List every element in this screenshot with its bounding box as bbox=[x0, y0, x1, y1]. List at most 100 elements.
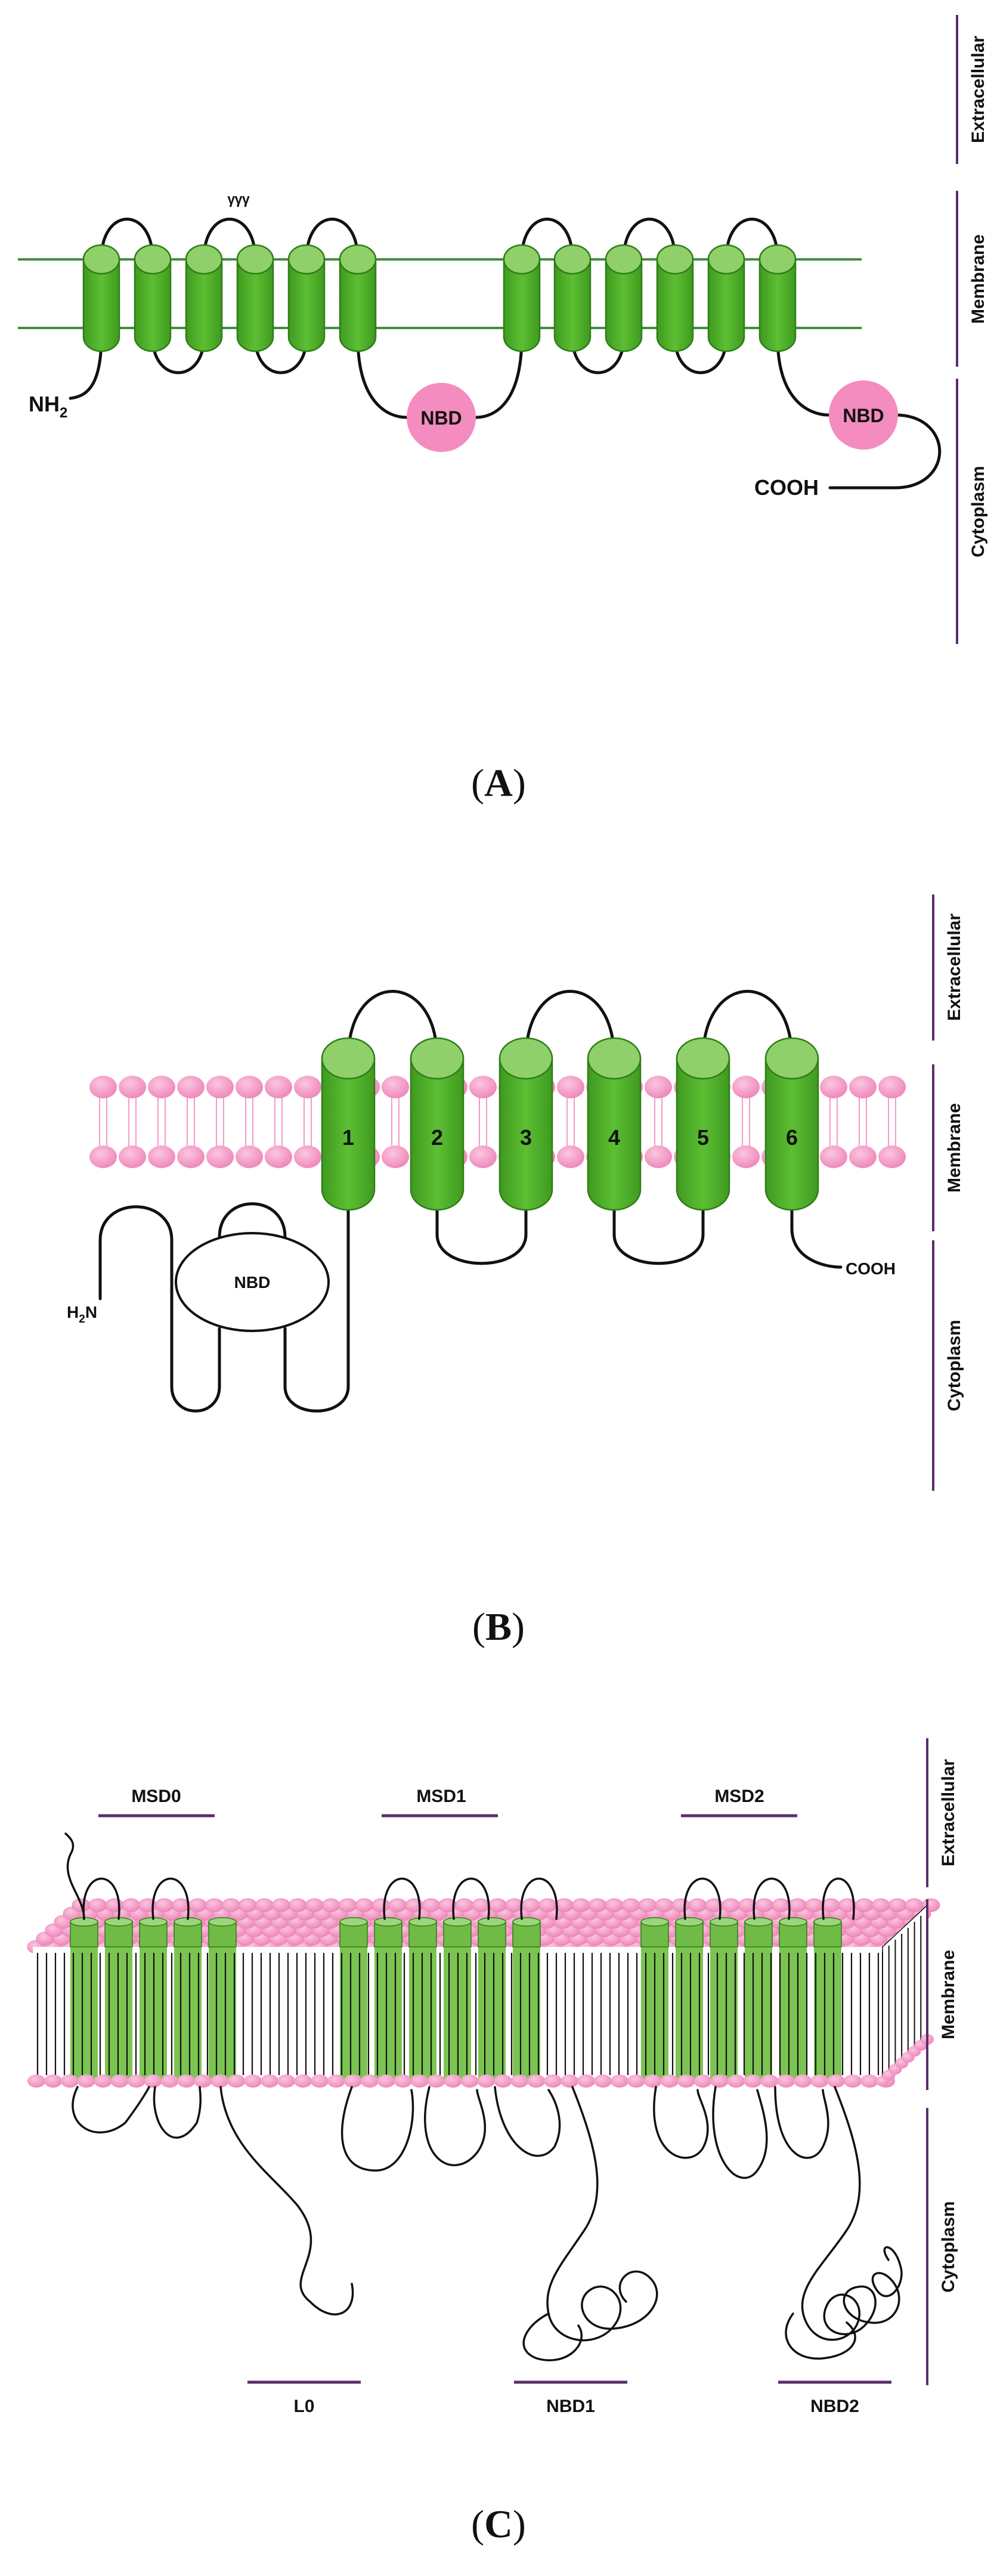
lipid-head-bottom bbox=[377, 2075, 395, 2088]
intracellular-loop-a-4 bbox=[673, 335, 728, 374]
lipid-head-top bbox=[557, 1076, 584, 1098]
lipid-head-bottom bbox=[261, 2075, 279, 2088]
lipid-head bbox=[288, 1898, 307, 1912]
helix-cap-top-2 bbox=[779, 1917, 807, 1927]
caption-b: (B) bbox=[472, 1605, 525, 1649]
intracellular-loop-c-9 bbox=[712, 2086, 768, 2179]
intracellular-loop-b-1 bbox=[435, 1188, 528, 1265]
helix-a-1 bbox=[82, 244, 120, 352]
extracellular-loop-a-1 bbox=[100, 218, 154, 261]
helix-a-2-body bbox=[134, 258, 172, 352]
intracellular-loop-c-3 bbox=[219, 2086, 354, 2315]
lipid-head bbox=[588, 1898, 607, 1912]
lipid-head-top bbox=[265, 1076, 292, 1098]
msd-helix-stripe-2 bbox=[745, 1947, 772, 2081]
helix-a-5-body bbox=[287, 258, 326, 352]
helix-cap-top-2 bbox=[675, 1917, 704, 1927]
helix-a-11-body bbox=[707, 258, 745, 352]
extracellular-loop-c-3 bbox=[383, 1877, 421, 1920]
helix-a-8-body bbox=[553, 258, 592, 352]
lipid-head-bottom bbox=[27, 2075, 45, 2088]
lipid-head bbox=[905, 1898, 924, 1912]
lipid-head-top bbox=[206, 1076, 234, 1098]
nbd2-coil-c bbox=[785, 2312, 856, 2360]
nbd1-domain-a bbox=[407, 383, 476, 452]
lipid-head-bottom bbox=[469, 1145, 497, 1168]
helix-cap-top-2 bbox=[744, 1917, 773, 1927]
lipid-head-bottom bbox=[236, 1145, 263, 1168]
lipid-head bbox=[605, 1898, 624, 1912]
lipid-head-top bbox=[732, 1076, 760, 1098]
linker-to-nbd1-a bbox=[356, 335, 408, 419]
lipid-head-bottom bbox=[127, 2075, 145, 2088]
helix-b-5-cap bbox=[676, 1037, 730, 1080]
nbd1-label-a: NBD bbox=[420, 407, 462, 429]
msd-helix-stripe-2 bbox=[676, 1947, 703, 2081]
lipid-head-bottom bbox=[794, 2075, 812, 2088]
extracellular-loop-c-2 bbox=[151, 1877, 190, 1920]
lipid-head-bottom bbox=[89, 1145, 117, 1168]
lipid-head bbox=[555, 1898, 574, 1912]
helix-cap-top-1 bbox=[408, 1917, 437, 1927]
linker-from-nbd1-a bbox=[474, 335, 524, 419]
lipid-head bbox=[722, 1898, 741, 1912]
helix-cap-top-0 bbox=[208, 1917, 237, 1927]
n-terminal-chain-b bbox=[98, 1188, 350, 1413]
lipid-head bbox=[321, 1898, 340, 1912]
extracellular-loop-c-4 bbox=[452, 1877, 490, 1920]
lipid-head-bottom bbox=[878, 1145, 906, 1168]
intracellular-loop-c-1 bbox=[72, 2086, 150, 2134]
lipid-head-bottom bbox=[610, 2075, 628, 2088]
lipid-head-bottom bbox=[645, 1145, 672, 1168]
helix-b-5: 5 bbox=[676, 1037, 730, 1211]
helix-number-b-3: 3 bbox=[520, 1125, 532, 1150]
lipid-head-bottom bbox=[693, 2075, 712, 2088]
intracellular-loop-c-11 bbox=[801, 2086, 903, 2341]
lipid-head-bottom bbox=[360, 2075, 379, 2088]
lipid-head-bottom bbox=[327, 2075, 345, 2088]
intracellular-loop-c-7 bbox=[546, 2086, 658, 2342]
lipid-head bbox=[422, 1898, 441, 1912]
lipid-head-bottom bbox=[827, 2075, 846, 2088]
helix-a-3-cap bbox=[185, 244, 223, 275]
lipid-head-bottom bbox=[427, 2075, 445, 2088]
intracellular-loop-c-8 bbox=[653, 2086, 709, 2159]
lipid-head bbox=[488, 1898, 507, 1912]
lipid-head bbox=[688, 1898, 707, 1912]
lipid-head-bottom bbox=[144, 2075, 162, 2088]
helix-a-9-body bbox=[605, 258, 643, 352]
helix-b-1-body bbox=[321, 1057, 376, 1211]
msd-helix-stripe-0 bbox=[70, 1947, 98, 2081]
membrane-label-a: Membrane bbox=[968, 234, 988, 324]
lipid-head bbox=[871, 1898, 890, 1912]
helix-a-9-cap bbox=[605, 244, 643, 275]
helix-b-3: 3 bbox=[498, 1037, 553, 1211]
lipid-head-bottom bbox=[577, 2075, 596, 2088]
lipid-head bbox=[188, 1898, 207, 1912]
msd1-label: MSD1 bbox=[416, 1787, 466, 1806]
helix-b-5-body bbox=[676, 1057, 730, 1211]
lipid-head-bottom bbox=[744, 2075, 762, 2088]
extracellular-loop-a-3 bbox=[305, 218, 360, 261]
msd-helix-stripe-2 bbox=[814, 1947, 841, 2081]
intracellular-loop-c-5 bbox=[423, 2086, 487, 2166]
helix-a-4-body bbox=[236, 258, 274, 352]
helix-b-3-cap bbox=[498, 1037, 553, 1080]
helix-cap-top-1 bbox=[443, 1917, 472, 1927]
helix-a-4-cap bbox=[236, 244, 274, 275]
helix-b-2: 2 bbox=[410, 1037, 465, 1211]
lipid-head-bottom bbox=[732, 1145, 760, 1168]
intracellular-loop-a-2 bbox=[253, 335, 308, 374]
helix-b-1-cap bbox=[321, 1037, 376, 1080]
lipid-head-bottom bbox=[643, 2075, 662, 2088]
extracellular-label-c: Extracellular bbox=[939, 1759, 958, 1866]
lipid-head bbox=[88, 1898, 107, 1912]
lipid-head-bottom bbox=[343, 2075, 362, 2088]
membrane-label-b: Membrane bbox=[945, 1103, 964, 1193]
helix-a-4 bbox=[236, 244, 274, 352]
helix-cap-top-1 bbox=[478, 1917, 506, 1927]
lipid-head bbox=[239, 1898, 257, 1912]
extracellular-loop-c-7 bbox=[753, 1877, 791, 1920]
helix-a-3 bbox=[185, 244, 223, 352]
intracellular-loop-a-3 bbox=[571, 335, 626, 374]
